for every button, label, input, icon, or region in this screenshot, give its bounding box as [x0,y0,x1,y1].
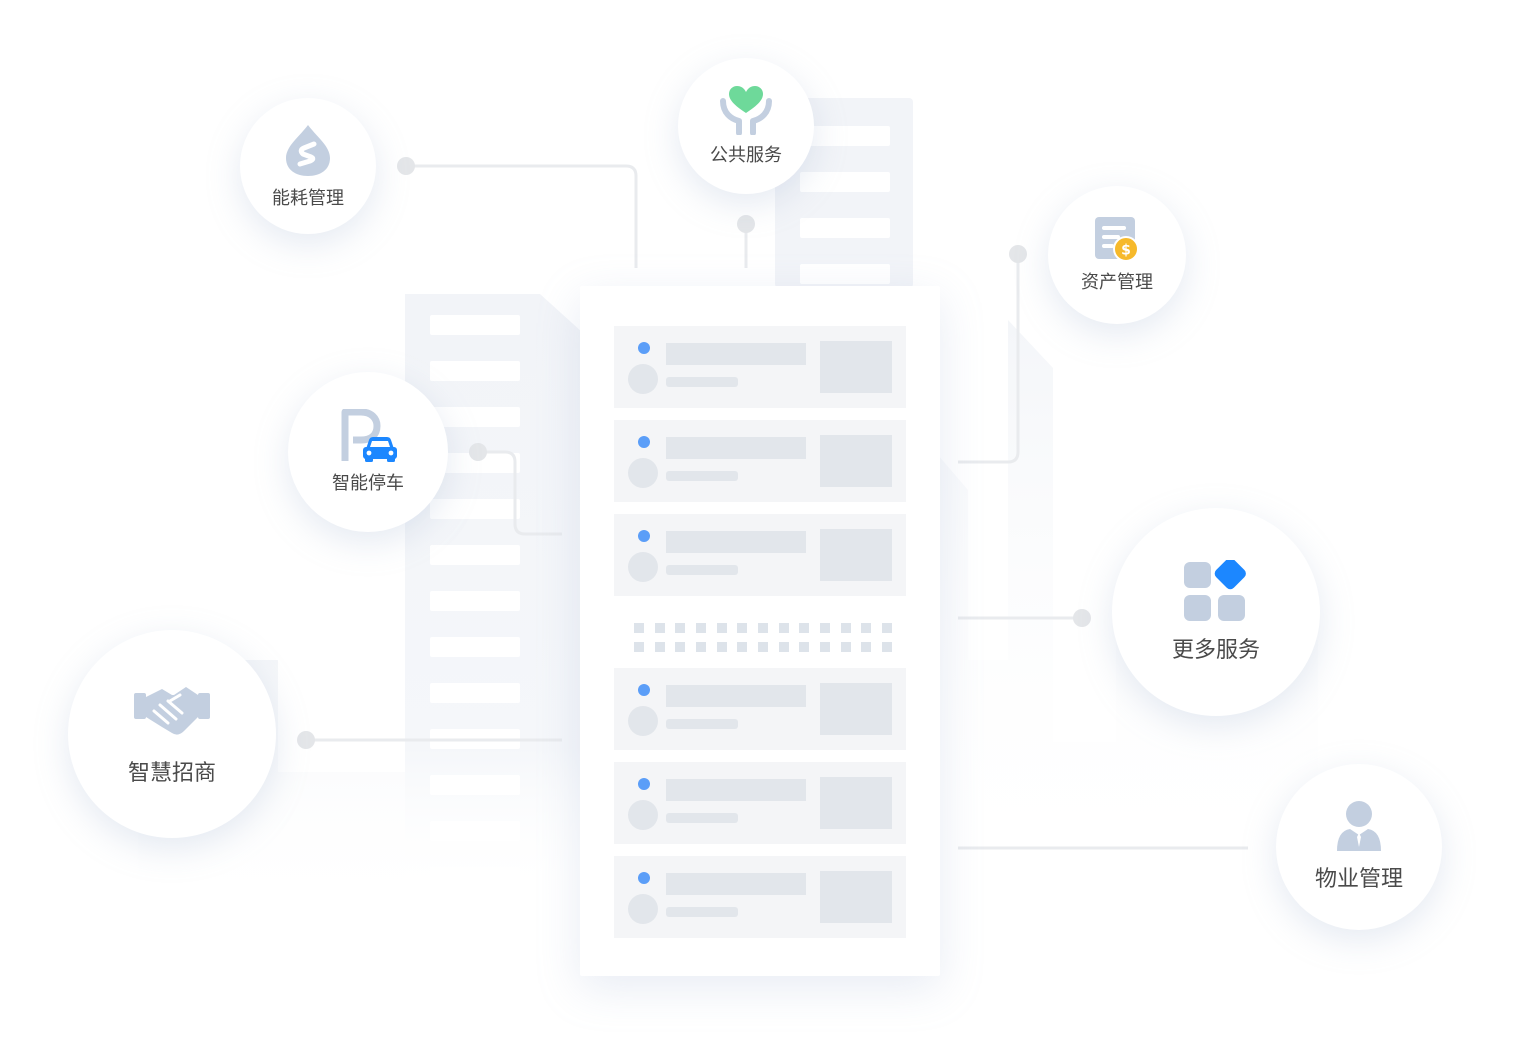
connector-lines [306,164,1248,850]
node-label: 公共服务 [710,145,782,166]
thumbnail-placeholder [820,341,892,393]
subtitle-placeholder [666,565,738,575]
title-placeholder [666,343,806,365]
avatar-placeholder [628,552,658,582]
title-placeholder [666,779,806,801]
subtitle-placeholder [666,471,738,481]
avatar-placeholder [628,458,658,488]
dotted-divider [634,623,892,661]
water-drop-icon [286,125,330,176]
grid-apps-icon [1184,560,1246,621]
node-energy[interactable]: 能耗管理 [240,98,376,234]
thumbnail-placeholder [820,683,892,735]
list-item [614,762,906,844]
avatar-placeholder [628,706,658,736]
person-icon [1337,801,1381,851]
subtitle-placeholder [666,907,738,917]
node-label: 资产管理 [1081,272,1153,293]
subtitle-placeholder [666,377,738,387]
handshake-icon [134,687,210,735]
subtitle-placeholder [666,813,738,823]
node-asset[interactable]: $ 资产管理 [1048,186,1186,324]
node-label: 能耗管理 [272,188,344,209]
status-dot [638,342,650,354]
thumbnail-placeholder [820,777,892,829]
node-label: 智慧招商 [127,761,216,786]
avatar-placeholder [628,894,658,924]
thumbnail-placeholder [820,529,892,581]
building-left [405,294,582,900]
subtitle-placeholder [666,719,738,729]
status-dot [638,778,650,790]
bill-coin-icon: $ [1095,217,1139,262]
thumbnail-placeholder [820,435,892,487]
node-parking[interactable]: 智能停车 [288,372,448,532]
list-item [614,668,906,750]
list-item [614,514,906,596]
node-more[interactable]: 更多服务 [1112,508,1320,716]
title-placeholder [666,437,806,459]
list-item [614,420,906,502]
parking-car-icon [341,409,397,462]
avatar-placeholder [628,800,658,830]
avatar-placeholder [628,364,658,394]
node-label: 智能停车 [332,473,404,494]
status-dot [638,684,650,696]
connector-dots [297,157,1091,749]
status-dot [638,436,650,448]
heart-hands-icon [720,86,772,135]
building-right [938,320,1318,900]
svg-text:$: $ [1121,243,1131,259]
title-placeholder [666,685,806,707]
list-item [614,856,906,938]
title-placeholder [666,873,806,895]
thumbnail-placeholder [820,871,892,923]
node-investment[interactable]: 智慧招商 [68,630,276,838]
list-item [614,326,906,408]
building-right-gap [968,540,1008,660]
node-label: 物业管理 [1314,867,1403,892]
status-dot [638,872,650,884]
title-placeholder [666,531,806,553]
central-panel [580,286,940,976]
node-label: 更多服务 [1171,638,1260,663]
status-dot [638,530,650,542]
node-property[interactable]: 物业管理 [1276,764,1442,930]
node-public[interactable]: 公共服务 [678,58,814,194]
